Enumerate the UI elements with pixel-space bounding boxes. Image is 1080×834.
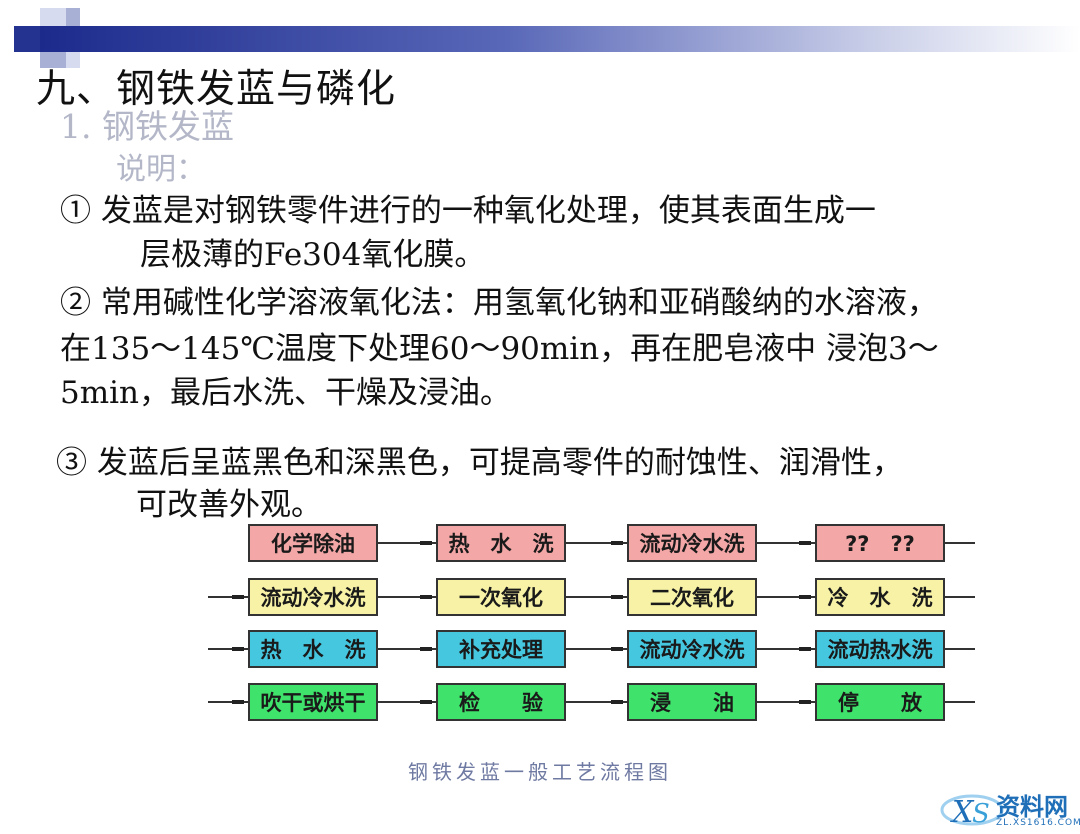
body-line: 在135～145℃温度下处理60～90min，再在肥皂液中 浸泡3～	[60, 331, 939, 367]
flow-step-box: 一次氧化	[436, 578, 566, 616]
flow-step-box: 检 验	[436, 683, 566, 721]
flow-arrow-mark	[420, 595, 432, 599]
watermark-subtext: ZL.XS1616.COM	[996, 818, 1080, 828]
flow-step-box: 流动冷水洗	[627, 630, 757, 668]
flow-connector-line	[208, 648, 975, 650]
flow-arrow-mark	[799, 700, 811, 704]
body-line: 5min，最后水洗、干燥及浸油。	[60, 375, 511, 411]
flow-arrow-mark	[799, 541, 811, 545]
flow-step-box: 补充处理	[436, 630, 566, 668]
body-line: ② 常用碱性化学溶液氧化法：用氢氧化钠和亚硝酸纳的水溶液，	[60, 285, 938, 321]
flow-step-box: 化学除油	[248, 524, 378, 562]
flow-connector-line	[208, 701, 975, 703]
svg-text:S: S	[972, 799, 990, 829]
flow-arrow-mark	[611, 541, 623, 545]
watermark-text: 资料网	[996, 793, 1068, 821]
page-title: 九、钢铁发蓝与磷化	[36, 67, 397, 112]
flow-arrow-mark	[232, 700, 244, 704]
header-square-dark	[14, 26, 40, 52]
flow-step-box: 浸 油	[627, 683, 757, 721]
flow-arrow-mark	[799, 647, 811, 651]
flow-arrow-mark	[611, 595, 623, 599]
flow-chart-caption: 钢铁发蓝一般工艺流程图	[408, 760, 672, 784]
flow-connector-line	[208, 596, 975, 598]
flow-step-box: 吹干或烘干	[248, 683, 378, 721]
flow-step-box: 流动热水洗	[815, 630, 945, 668]
flow-step-box: 热 水 洗	[436, 524, 566, 562]
description-label: 说明：	[116, 152, 206, 187]
flow-arrow-mark	[420, 647, 432, 651]
svg-text:X: X	[950, 795, 975, 830]
body-line: 可改善外观。	[136, 487, 322, 523]
body-line: ③ 发蓝后呈蓝黑色和深黑色，可提高零件的耐蚀性、润滑性，	[56, 445, 903, 481]
flow-step-box: 热 水 洗	[248, 630, 378, 668]
flow-arrow-mark	[420, 700, 432, 704]
body-line: 层极薄的Fe304氧化膜。	[140, 237, 486, 273]
flow-step-box: 二次氧化	[627, 578, 757, 616]
flow-step-box: ?? ??	[815, 524, 945, 562]
header-square-light	[66, 52, 80, 68]
flow-arrow-mark	[232, 595, 244, 599]
flow-arrow-mark	[232, 647, 244, 651]
flow-step-box: 流动冷水洗	[627, 524, 757, 562]
flow-arrow-mark	[420, 541, 432, 545]
flow-step-box: 冷 水 洗	[815, 578, 945, 616]
flow-step-box: 流动冷水洗	[248, 578, 378, 616]
flow-step-box: 停 放	[815, 683, 945, 721]
header-square-light	[40, 8, 66, 26]
body-line: ① 发蓝是对钢铁零件进行的一种氧化处理，使其表面生成一	[60, 193, 876, 229]
flow-arrow-mark	[611, 700, 623, 704]
section-heading: 1. 钢铁发蓝	[60, 107, 234, 146]
header-square-light	[40, 52, 66, 68]
header-square-light	[66, 8, 80, 26]
flow-arrow-mark	[799, 595, 811, 599]
header-gradient-bar	[40, 26, 1080, 52]
flow-arrow-mark	[611, 647, 623, 651]
watermark-logo-icon: X S	[940, 794, 1004, 830]
